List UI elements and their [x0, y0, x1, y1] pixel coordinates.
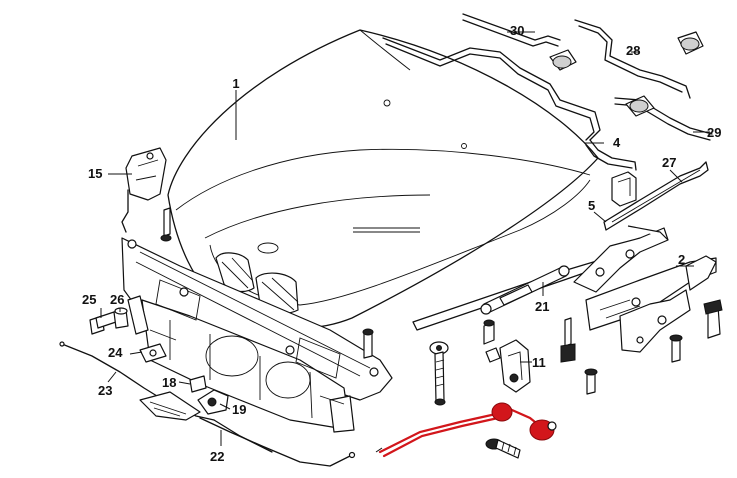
seal-strip-28[interactable] [574, 19, 704, 99]
callout-26: 26 [110, 292, 124, 307]
release-handle[interactable] [139, 391, 201, 421]
callout-21: 21 [535, 299, 549, 314]
gas-strut-21[interactable] [480, 265, 570, 315]
callout-27: 27 [662, 155, 676, 170]
bolt-18[interactable] [189, 375, 207, 393]
frame-bolt[interactable] [362, 328, 374, 359]
side-seal-27[interactable] [603, 161, 709, 231]
seal-clip-30[interactable] [549, 49, 577, 71]
seal-strip-29[interactable] [614, 95, 713, 141]
release-cable-highlight[interactable] [375, 402, 557, 458]
callout-2: 2 [678, 252, 685, 267]
hinge-left-bolt[interactable] [160, 207, 172, 242]
callout-18: 18 [162, 375, 176, 390]
clip-24[interactable] [139, 343, 167, 363]
rear-seal-30[interactable] [462, 13, 561, 47]
hood-lock-11[interactable] [499, 339, 531, 393]
callout-28: 28 [626, 43, 640, 58]
leader-lines [100, 31, 710, 446]
bowden-cable-23[interactable] [59, 341, 215, 421]
callout-15: 15 [88, 166, 102, 181]
lock-bolt-small[interactable] [483, 319, 501, 363]
callout-29: 29 [707, 125, 721, 140]
callout-11: 11 [532, 355, 546, 370]
callout-5: 5 [588, 198, 595, 213]
nut-26[interactable] [113, 307, 129, 329]
release-cable-22[interactable] [199, 417, 356, 467]
callout-23: 23 [98, 383, 112, 398]
callout-25: 25 [82, 292, 96, 307]
callout-30: 30 [510, 23, 524, 38]
rear-seal-strip[interactable] [382, 37, 637, 171]
callout-24: 24 [108, 345, 123, 360]
lock-screw[interactable] [485, 438, 521, 459]
hood-hinge-right[interactable] [573, 225, 717, 353]
callout-22: 22 [210, 449, 224, 464]
callout-1: 1 [232, 76, 239, 91]
lock-bolt[interactable] [429, 341, 449, 406]
seal-clip[interactable] [611, 171, 637, 207]
hood-panel[interactable] [167, 29, 599, 329]
callout-19: 19 [232, 402, 246, 417]
front-support-frame[interactable] [121, 237, 393, 433]
callout-4: 4 [613, 135, 621, 150]
bracket-19[interactable] [197, 389, 229, 415]
hood-hinge-left[interactable] [121, 147, 167, 233]
screw-25[interactable] [89, 311, 117, 335]
hinge-bolts[interactable] [560, 299, 723, 395]
